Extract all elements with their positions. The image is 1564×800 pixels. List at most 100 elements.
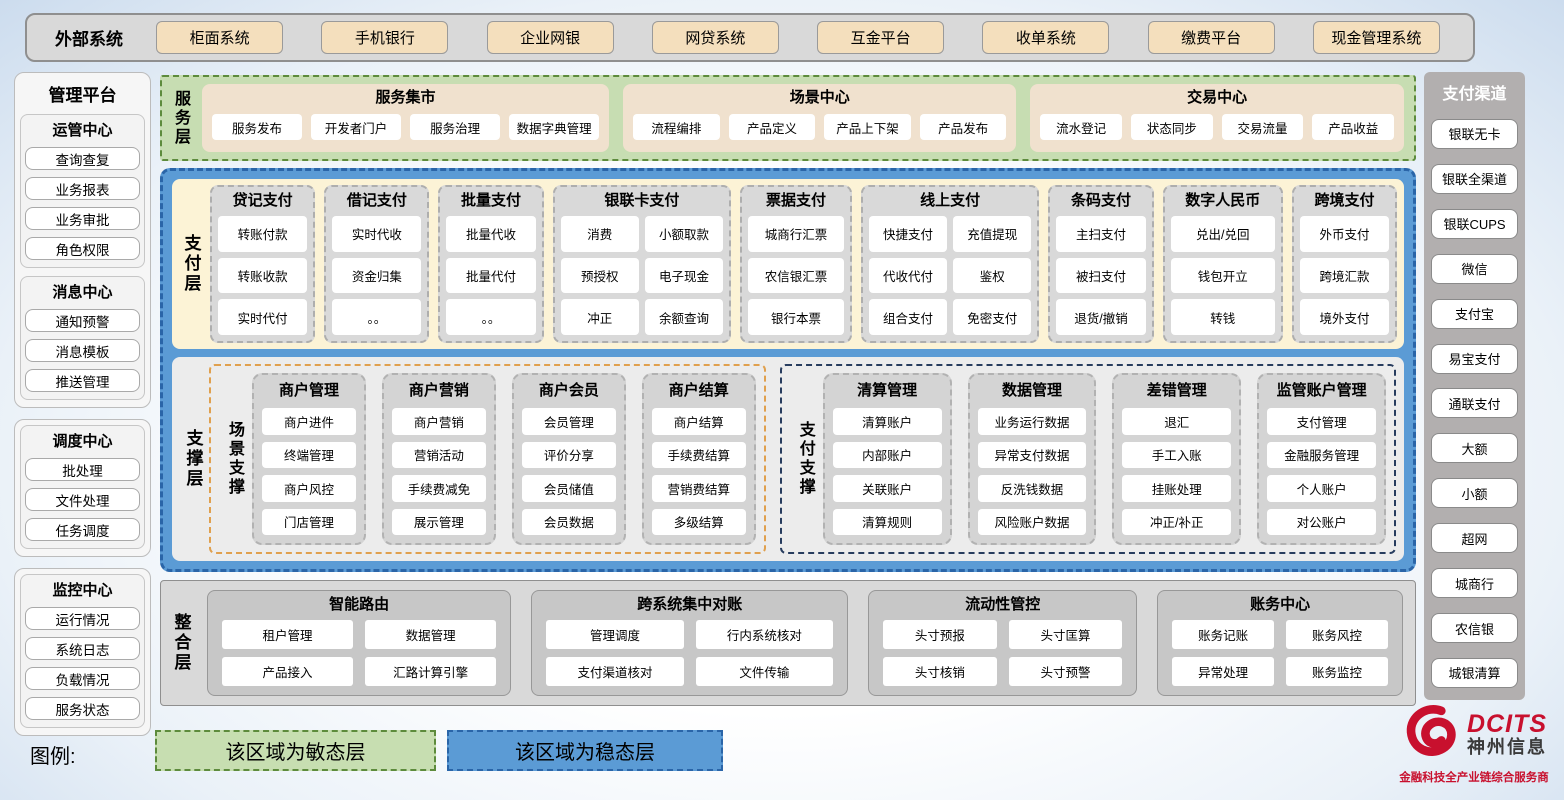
support-item-button[interactable]: 异常支付数据 [977, 441, 1087, 468]
sidebar-item-button[interactable]: 推送管理 [25, 369, 140, 392]
service-item-button[interactable]: 服务治理 [410, 114, 501, 140]
integration-item-button[interactable]: 账务风控 [1286, 620, 1388, 649]
integration-item-button[interactable]: 管理调度 [546, 620, 684, 649]
integration-item-button[interactable]: 头寸匡算 [1008, 620, 1123, 649]
payment-item-button[interactable]: 钱包开立 [1170, 257, 1275, 294]
integration-item-button[interactable]: 产品接入 [222, 657, 354, 686]
payment-item-button[interactable]: 批量代收 [446, 216, 536, 252]
support-item-button[interactable]: 支付管理 [1267, 408, 1376, 435]
support-item-button[interactable]: 业务运行数据 [977, 408, 1087, 435]
support-item-button[interactable]: 会员数据 [521, 508, 616, 535]
payment-item-button[interactable]: 预授权 [560, 257, 639, 294]
support-item-button[interactable]: 会员管理 [521, 408, 616, 435]
payment-item-button[interactable]: 资金归集 [332, 257, 422, 294]
external-system-button[interactable]: 互金平台 [817, 21, 945, 54]
support-item-button[interactable]: 关联账户 [832, 475, 942, 502]
payment-item-button[interactable]: 余额查询 [644, 299, 724, 335]
payment-item-button[interactable]: 农信银汇票 [748, 257, 844, 294]
service-item-button[interactable]: 产品上下架 [824, 114, 911, 140]
support-item-button[interactable]: 手续费减免 [391, 475, 486, 502]
external-system-button[interactable]: 现金管理系统 [1312, 21, 1440, 54]
support-item-button[interactable]: 挂账处理 [1122, 475, 1232, 502]
service-item-button[interactable]: 产品收益 [1312, 114, 1395, 140]
payment-item-button[interactable]: 电子现金 [644, 257, 724, 294]
payment-item-button[interactable]: 冲正 [560, 299, 639, 335]
sidebar-item-button[interactable]: 消息模板 [25, 339, 140, 362]
support-item-button[interactable]: 清算规则 [832, 508, 942, 535]
channel-button[interactable]: 通联支付 [1431, 388, 1518, 419]
integration-item-button[interactable]: 头寸预报 [883, 620, 997, 649]
sidebar-item-button[interactable]: 服务状态 [25, 697, 140, 720]
payment-item-button[interactable]: 外币支付 [1299, 216, 1390, 252]
support-item-button[interactable]: 内部账户 [832, 441, 942, 468]
payment-item-button[interactable]: 境外支付 [1299, 299, 1390, 335]
payment-item-button[interactable]: 银行本票 [748, 299, 844, 335]
payment-item-button[interactable]: 批量代付 [446, 257, 536, 294]
payment-item-button[interactable]: 主扫支付 [1056, 216, 1146, 252]
external-system-button[interactable]: 企业网银 [486, 21, 614, 54]
channel-button[interactable]: 大额 [1431, 433, 1518, 464]
support-item-button[interactable]: 商户营销 [391, 408, 486, 435]
sidebar-item-button[interactable]: 角色权限 [25, 237, 140, 260]
payment-item-button[interactable]: 兑出/兑回 [1170, 216, 1275, 252]
payment-item-button[interactable]: 。。 [446, 299, 536, 335]
payment-item-button[interactable]: 被扫支付 [1056, 257, 1146, 294]
integration-item-button[interactable]: 汇路计算引擎 [365, 657, 497, 686]
support-item-button[interactable]: 展示管理 [391, 508, 486, 535]
sidebar-item-button[interactable]: 查询查复 [25, 147, 140, 170]
sidebar-item-button[interactable]: 业务审批 [25, 207, 140, 230]
payment-item-button[interactable]: 免密支付 [953, 299, 1032, 335]
channel-button[interactable]: 银联CUPS [1431, 208, 1518, 239]
sidebar-item-button[interactable]: 业务报表 [25, 177, 140, 200]
channel-button[interactable]: 银联全渠道 [1431, 163, 1518, 194]
support-item-button[interactable]: 反洗钱数据 [977, 475, 1087, 502]
support-item-button[interactable]: 风险账户数据 [977, 508, 1087, 535]
integration-item-button[interactable]: 租户管理 [222, 620, 354, 649]
payment-item-button[interactable]: 转钱 [1170, 299, 1275, 335]
payment-item-button[interactable]: 退货/撤销 [1056, 299, 1146, 335]
payment-item-button[interactable]: 充值提现 [953, 216, 1032, 252]
support-item-button[interactable]: 商户进件 [262, 408, 356, 435]
service-item-button[interactable]: 流程编排 [633, 114, 720, 140]
payment-item-button[interactable]: 跨境汇款 [1299, 257, 1390, 294]
integration-item-button[interactable]: 账务记账 [1172, 620, 1275, 649]
service-item-button[interactable]: 交易流量 [1221, 114, 1304, 140]
external-system-button[interactable]: 缴费平台 [1147, 21, 1275, 54]
service-item-button[interactable]: 服务发布 [212, 114, 303, 140]
integration-item-button[interactable]: 行内系统核对 [695, 620, 834, 649]
support-item-button[interactable]: 金融服务管理 [1267, 441, 1376, 468]
support-item-button[interactable]: 手工入账 [1122, 441, 1232, 468]
integration-item-button[interactable]: 支付渠道核对 [546, 657, 684, 686]
support-item-button[interactable]: 营销费结算 [651, 475, 746, 502]
support-item-button[interactable]: 商户风控 [262, 475, 356, 502]
support-item-button[interactable]: 评价分享 [521, 441, 616, 468]
channel-button[interactable]: 微信 [1431, 253, 1518, 284]
external-system-button[interactable]: 手机银行 [321, 21, 449, 54]
support-item-button[interactable]: 手续费结算 [651, 441, 746, 468]
support-item-button[interactable]: 冲正/补正 [1122, 508, 1232, 535]
payment-item-button[interactable]: 转账付款 [218, 216, 308, 252]
support-item-button[interactable]: 清算账户 [832, 408, 942, 435]
support-item-button[interactable]: 终端管理 [262, 441, 356, 468]
sidebar-item-button[interactable]: 批处理 [25, 458, 140, 481]
sidebar-item-button[interactable]: 运行情况 [25, 607, 140, 630]
sidebar-item-button[interactable]: 文件处理 [25, 488, 140, 511]
channel-button[interactable]: 农信银 [1431, 613, 1518, 644]
payment-item-button[interactable]: 快捷支付 [868, 216, 948, 252]
support-item-button[interactable]: 多级结算 [651, 508, 746, 535]
external-system-button[interactable]: 网贷系统 [651, 21, 779, 54]
integration-item-button[interactable]: 账务监控 [1286, 657, 1388, 686]
payment-item-button[interactable]: 城商行汇票 [748, 216, 844, 252]
integration-item-button[interactable]: 头寸预警 [1008, 657, 1123, 686]
channel-button[interactable]: 超网 [1431, 523, 1518, 554]
service-item-button[interactable]: 流水登记 [1040, 114, 1123, 140]
payment-item-button[interactable]: 组合支付 [868, 299, 948, 335]
support-item-button[interactable]: 营销活动 [391, 441, 486, 468]
channel-button[interactable]: 城商行 [1431, 568, 1518, 599]
support-item-button[interactable]: 个人账户 [1267, 475, 1376, 502]
service-item-button[interactable]: 状态同步 [1131, 114, 1213, 140]
external-system-button[interactable]: 收单系统 [982, 21, 1110, 54]
integration-item-button[interactable]: 头寸核销 [883, 657, 997, 686]
sidebar-item-button[interactable]: 任务调度 [25, 518, 140, 541]
channel-button[interactable]: 城银清算 [1431, 657, 1518, 688]
